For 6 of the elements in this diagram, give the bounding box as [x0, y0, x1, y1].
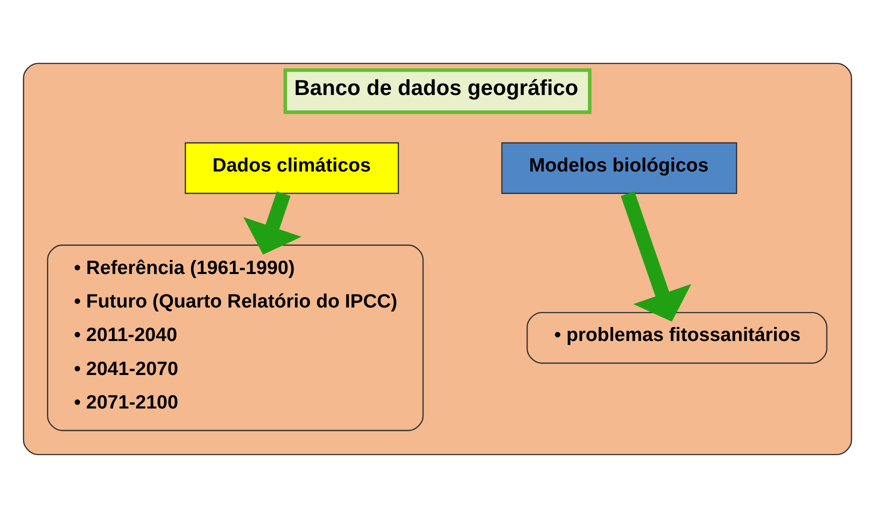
arrow [242, 191, 301, 255]
node-box: Dados climáticos [184, 142, 398, 194]
node-box: Modelos biológicos [500, 142, 737, 194]
arrow [620, 191, 691, 322]
node-box: • problemas fitossanitários [526, 312, 827, 364]
node-box: • Referência (1961-1990) • Futuro (Quarto Relatório do IPCC) • 2011-2040 • 2041-2070 • 2071-2100 [46, 244, 424, 432]
